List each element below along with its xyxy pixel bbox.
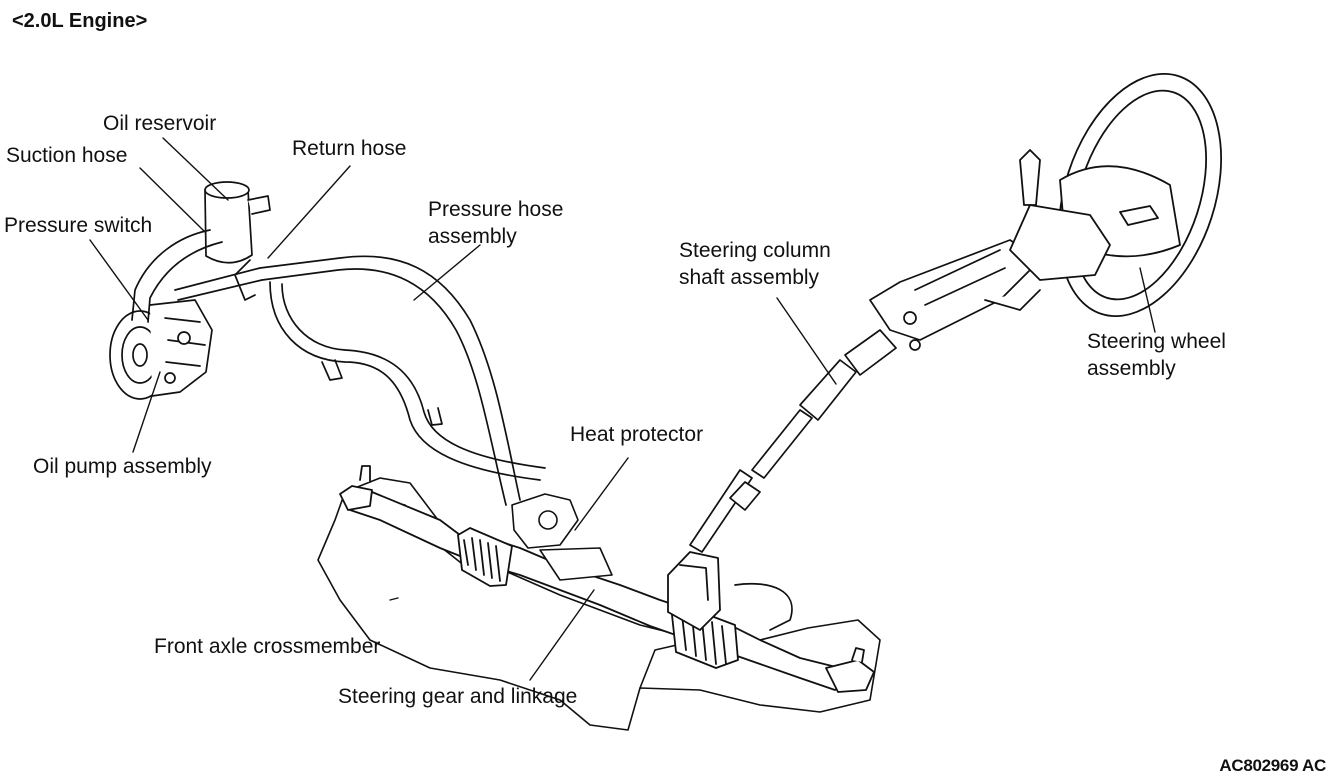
label-suction-hose: Suction hose <box>6 144 128 167</box>
leader-lines <box>89 137 1156 681</box>
suction-hose-shape <box>131 229 223 323</box>
pressure-hose-shape <box>174 255 793 631</box>
label-pressure-hose-assembly: Pressure hose assembly <box>428 196 563 250</box>
label-steering-wheel-line2: assembly <box>1087 357 1176 380</box>
label-pressure-hose-line1: Pressure hose <box>428 198 564 221</box>
label-steering-column-line1: Steering column <box>679 239 831 262</box>
figure-id: AC802969 AC <box>1219 756 1326 775</box>
label-front-axle: Front axle crossmember <box>154 635 381 658</box>
label-steering-wheel-line1: Steering wheel <box>1087 330 1226 353</box>
oil-pump-shape <box>109 299 213 400</box>
steering-column-shape <box>689 239 1041 553</box>
label-steering-wheel: Steering wheel assembly <box>1087 328 1226 382</box>
label-pressure-hose-line2: assembly <box>428 225 517 248</box>
label-steering-column: Steering column shaft assembly <box>679 237 831 291</box>
label-return-hose: Return hose <box>292 137 407 160</box>
label-oil-reservoir: Oil reservoir <box>103 112 217 135</box>
steering-gear-shape <box>339 465 875 693</box>
label-pressure-switch: Pressure switch <box>4 214 153 237</box>
diagram-title: <2.0L Engine> <box>12 10 148 32</box>
label-oil-pump: Oil pump assembly <box>33 455 212 478</box>
label-heat-protector: Heat protector <box>570 423 704 446</box>
label-steering-gear: Steering gear and linkage <box>338 685 578 708</box>
steering-wheel-shape <box>1009 72 1223 318</box>
label-steering-column-line2: shaft assembly <box>679 266 820 289</box>
heat-protector-shape <box>511 493 613 581</box>
oil-reservoir-shape <box>204 181 271 264</box>
